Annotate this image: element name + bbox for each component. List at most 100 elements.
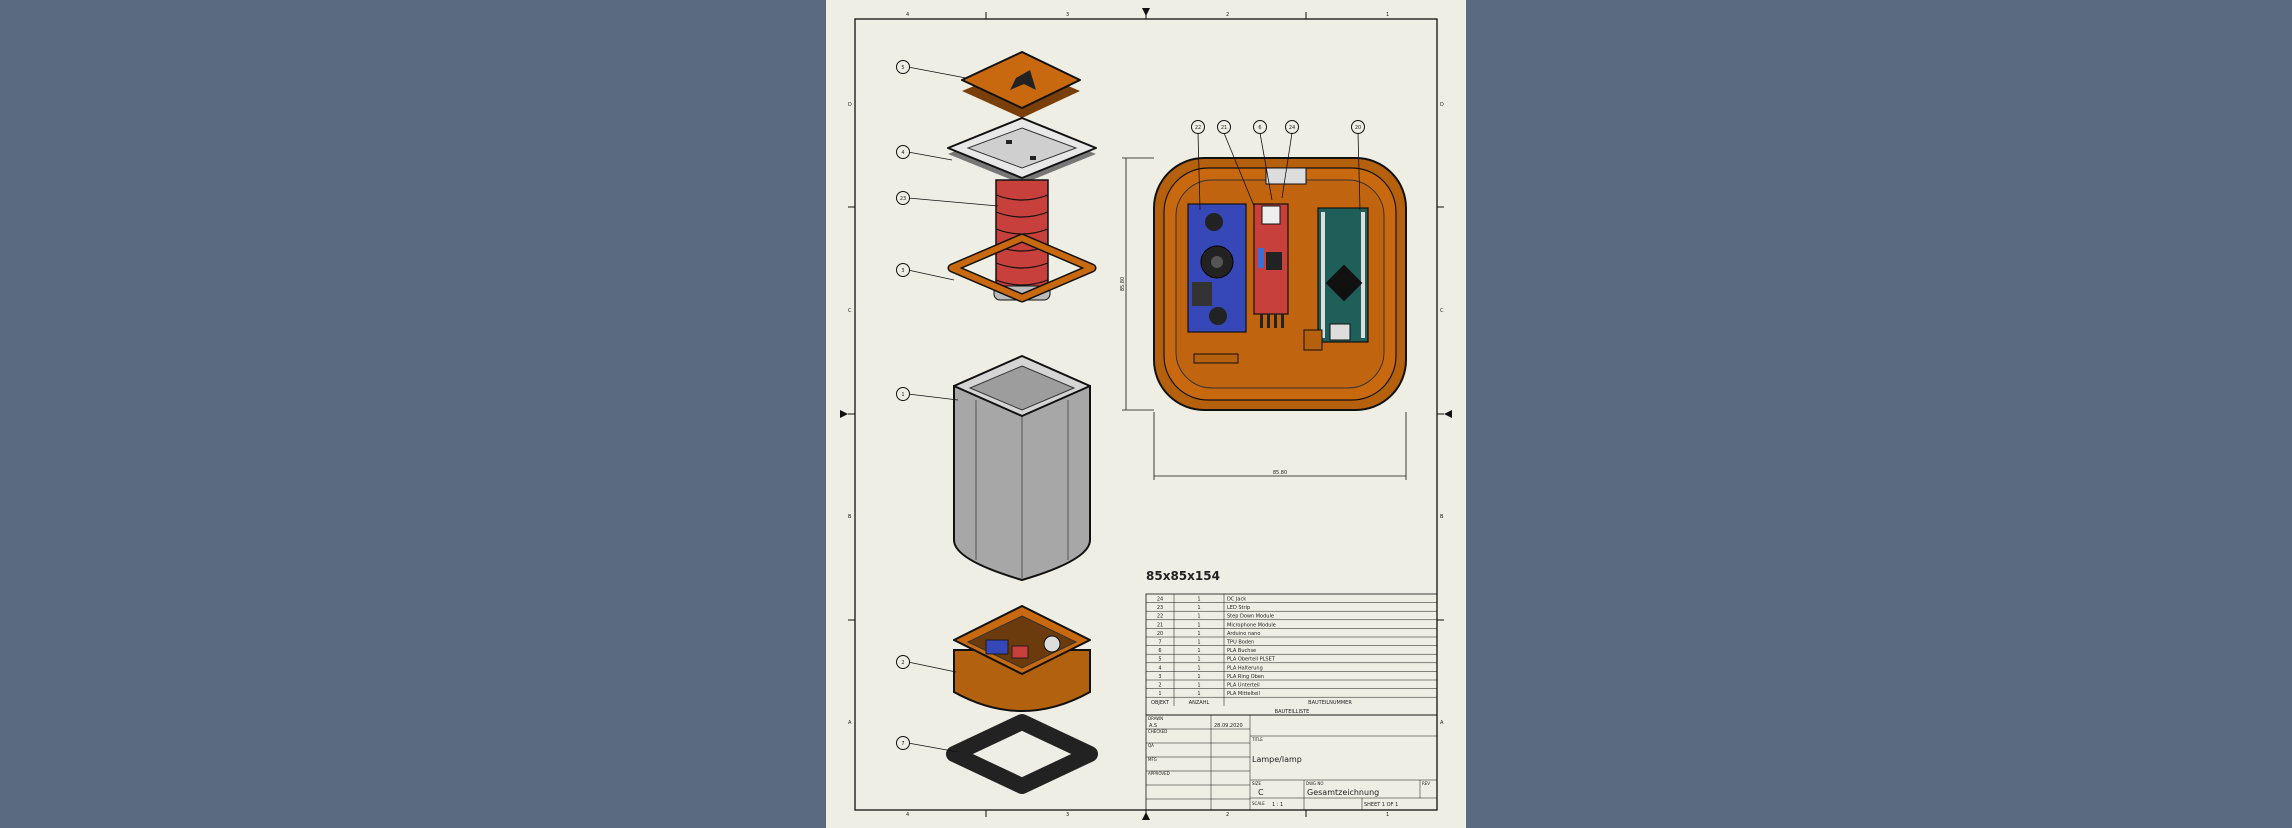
bom-cell-part: DC Jack [1227,597,1246,603]
dim-width: 85.80 [1273,470,1287,476]
bom-cell-item: 2 [1158,683,1161,689]
leader-lines [907,66,999,753]
sheet-value: SHEET 1 OF 1 [1364,802,1398,808]
zone-col-3-bottom: 3 [1066,812,1069,818]
drawn-date: 28.09.2020 [1214,723,1243,729]
bom-row: 1 1 PLA Mittelteil [1158,691,1259,697]
zone-col-4-bottom: 4 [906,812,909,818]
svg-text:6: 6 [1258,125,1261,131]
part-base [953,605,1091,712]
bom-cell-item: 4 [1158,665,1161,671]
bom-cell-part: LED Strip [1227,605,1250,611]
part-lid [961,51,1081,118]
bom-cell-qty: 1 [1197,605,1200,611]
bom-row: 20 1 Arduino nano [1157,631,1261,637]
bom-cell-item: 6 [1158,648,1161,654]
svg-text:21: 21 [1221,125,1227,131]
svg-text:3: 3 [901,268,904,274]
zone-row-d: D [848,102,852,108]
balloon-4: 4 [896,145,910,159]
bom-cell-item: 21 [1157,622,1163,628]
bom-cell-item: 23 [1157,605,1163,611]
bom-cell-qty: 1 [1197,614,1200,620]
svg-text:7: 7 [901,741,904,747]
bom-row: 6 1 PLA Buchse [1158,648,1256,654]
bom-cell-qty: 1 [1197,631,1200,637]
zone-row-c-right: C [1440,308,1444,314]
bom-cell-part: Step Down Module [1227,614,1274,620]
bom-cell-qty: 1 [1197,665,1200,671]
top-view [1153,157,1407,411]
zone-row-c: C [848,308,852,314]
bom-cell-part: PLA Unterteil [1227,683,1260,689]
bom-cell-part: PLA Mittelteil [1227,691,1260,697]
bom-cell-qty: 1 [1197,691,1200,697]
bom-cell-item: 3 [1158,674,1161,680]
qa-label: QA [1148,743,1154,748]
bom-cell-item: 24 [1157,597,1163,603]
drawn-by: A.S [1149,723,1157,729]
bom-cell-part: PLA Ring Oben [1227,674,1264,680]
drawing-title: Lampe/lamp [1252,755,1302,764]
top-leader-lines [1197,132,1361,211]
zone-row-a: A [848,720,852,726]
balloon-5: 5 [896,60,910,74]
svg-text:2: 2 [901,660,904,666]
center-arrow-bottom [1142,812,1150,820]
balloon-2: 2 [896,655,910,669]
bom-footer: BAUTEILLISTE [1275,709,1310,715]
title-block [1145,714,1438,811]
bom-cell-qty: 1 [1197,683,1200,689]
size-value: C [1258,788,1264,797]
bom-cell-qty: 1 [1197,597,1200,603]
bom-row: 23 1 LED Strip [1157,605,1250,611]
zone-col-4: 4 [906,12,909,18]
checked-label: CHECKED [1148,729,1167,734]
bom-row: 2 1 PLA Unterteil [1158,683,1259,689]
balloon-22: 22 [1191,120,1205,134]
svg-text:24: 24 [1289,125,1295,131]
size-label: 85x85x154 [1146,569,1220,583]
zone-ticks [848,12,1444,817]
scale-label: SCALE [1252,801,1265,806]
bom-cell-qty: 1 [1197,648,1200,654]
size-field-label: SIZE [1252,781,1261,786]
dwg-label: DWG NO [1306,781,1324,786]
drawing-sheet: 4 3 2 1 4 3 2 1 D C B A D C B A [826,0,1466,828]
svg-text:1: 1 [901,392,904,398]
bom-header-qty: ANZAHL [1189,700,1210,706]
bom-header-part: BAUTEILNUMMER [1308,700,1352,706]
balloon-24: 24 [1285,120,1299,134]
balloon-7: 7 [896,736,910,750]
zone-col-1-bottom: 1 [1386,812,1389,818]
bom-cell-qty: 1 [1197,674,1200,680]
dimension-lines [1122,157,1407,480]
balloon-1: 1 [896,387,910,401]
zone-row-b-right: B [1440,514,1444,520]
bom-cell-item: 20 [1157,631,1163,637]
bom-cell-part: Arduino nano [1227,631,1260,637]
bom-cell-part: PLA Buchse [1227,648,1256,654]
bom-row: 24 1 DC Jack [1157,597,1246,603]
zone-col-3: 3 [1066,12,1069,18]
balloon-21: 21 [1217,120,1231,134]
zone-row-a-right: A [1440,720,1444,726]
zone-col-2: 2 [1226,12,1229,18]
bom-cell-part: TPU Boden [1226,640,1254,646]
center-arrow-top [1142,8,1150,16]
bom-cell-qty: 1 [1197,622,1200,628]
balloon-23: 23 [896,191,910,205]
zone-row-d-right: D [1440,102,1444,108]
zone-row-b: B [848,514,852,520]
zone-col-1: 1 [1386,12,1389,18]
bom-cell-part: PLA Halterung [1227,665,1263,671]
svg-text:22: 22 [1195,125,1201,131]
bom-cell-item: 1 [1158,691,1161,697]
part-foot [946,714,1098,794]
scale-value: 1 : 1 [1272,802,1283,808]
bom-row: 3 1 PLA Ring Oben [1158,674,1264,680]
title-label: TITLE [1251,737,1263,742]
